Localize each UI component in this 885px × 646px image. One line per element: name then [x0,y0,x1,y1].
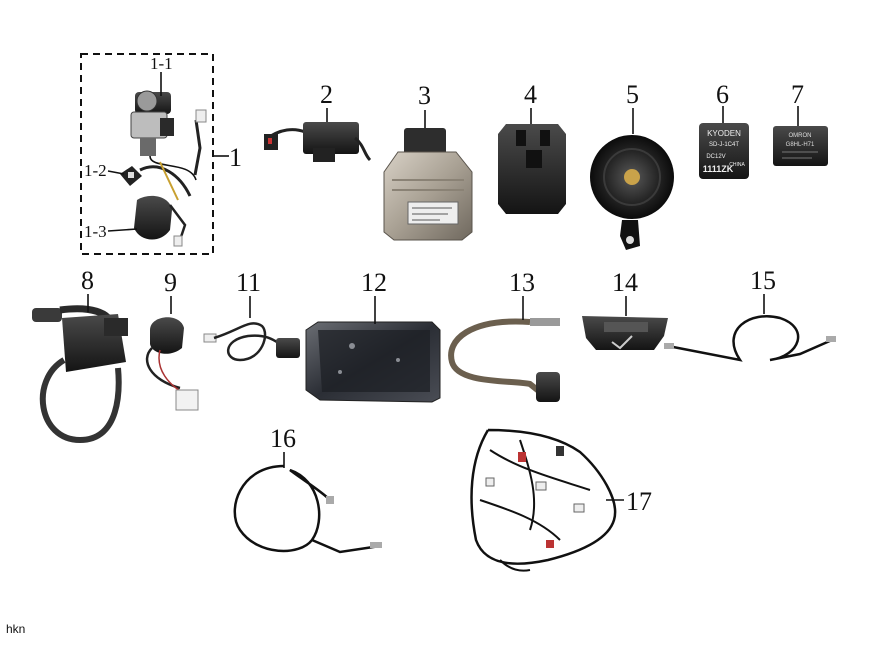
part-5-horn: 5 [590,80,674,250]
relay-6-code: 1111ZK [703,164,734,174]
callout-8: 8 [81,266,94,295]
callout-3: 3 [418,81,431,110]
callout-1-1: 1-1 [150,54,173,73]
relay-6-voltage: DC12V [706,154,725,160]
callout-13: 13 [509,268,535,297]
part-12-display: 12 [305,268,441,403]
relay-6-origin: CHINA [729,162,745,168]
callout-12: 12 [361,268,387,297]
callout-14: 14 [612,268,638,297]
callout-15: 15 [750,266,776,295]
part-8-ignition-coil: 8 [32,266,128,444]
relay-6-brand: KYODEN [707,129,741,138]
callout-7: 7 [791,80,804,109]
part-7-relay: OMRON G8HL-H71 7 [773,80,828,166]
callout-5: 5 [626,80,639,109]
ignition-lock-illustration [130,90,207,181]
part-15-cable: 15 [664,266,836,362]
callout-4: 4 [524,80,537,109]
leader-1-2 [107,170,125,175]
ignition-key-illustration [120,161,192,201]
leader-1-3 [107,228,138,232]
part-13-o2-sensor: 13 [448,268,560,402]
callout-2: 2 [320,80,333,109]
part-6-relay: KYODEN SD-J-1C4T DC12V 1111ZK CHINA 6 [699,80,749,179]
sensor-unit-illustration [134,195,187,247]
part-14-module: 14 [582,268,668,350]
relay-7-brand: OMRON [789,133,812,139]
part-3-ecu: 3 [383,81,473,241]
relay-6-model: SD-J-1C4T [709,142,739,148]
callout-1-2: 1-2 [84,161,107,180]
part-16-cable: 16 [233,424,382,554]
part-1-ignition-set: 1-1 1-2 1-3 1 [80,53,242,255]
callout-1: 1 [229,143,242,172]
part-11-switch: 11 [203,268,300,362]
callout-17: 17 [626,487,652,516]
callout-6: 6 [716,80,729,109]
group-1-dashed-box [80,53,214,255]
footer-text: hkn [6,622,26,636]
callout-16: 16 [270,424,296,453]
part-2-switch: 2 [264,80,372,162]
part-9-sensor: 9 [145,268,199,411]
callout-9: 9 [164,268,177,297]
relay-7-model: G8HL-H71 [786,142,815,148]
part-4-regulator: 4 [498,80,566,214]
callout-1-3: 1-3 [84,222,107,241]
callout-11: 11 [236,268,261,297]
part-17-wiring-harness: 17 [470,428,652,572]
